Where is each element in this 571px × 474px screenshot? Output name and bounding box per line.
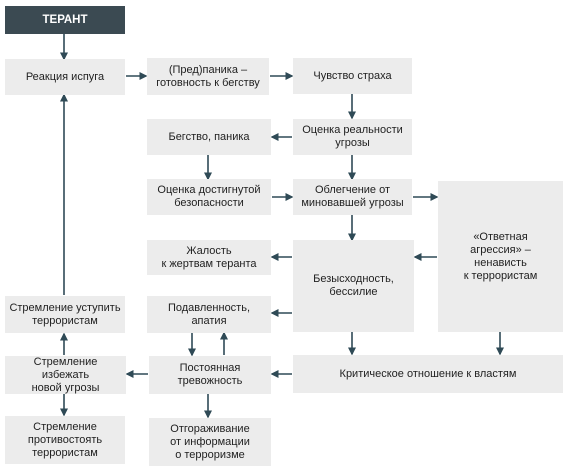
node-hopelessness: Безысходность, бессилие	[293, 240, 414, 332]
node-assess-reality: Оценка реальности угрозы	[293, 119, 412, 155]
node-fear-reaction: Реакция испуга	[5, 59, 125, 95]
node-urge-yield: Стремление уступить террористам	[5, 296, 125, 333]
node-depression-apathy: Подавленность, апатия	[147, 296, 271, 333]
node-pity: Жалость к жертвам теранта	[147, 240, 271, 275]
node-info-isolation: Отгораживание от информации о терроризме	[149, 418, 271, 466]
node-flight-panic: Бегство, паника	[147, 119, 271, 155]
node-retaliatory-aggression: «Ответная агрессия» – ненависть к террор…	[438, 181, 563, 332]
node-assess-safety: Оценка достигнутой безопасности	[147, 179, 271, 215]
node-urge-avoid: Стремление избежать новой угрозы	[5, 356, 126, 394]
node-constant-anxiety: Постоянная тревожность	[149, 356, 271, 394]
node-relief: Облегчение от миновавшей угрозы	[293, 179, 412, 215]
node-feeling-fear: Чувство страха	[293, 58, 412, 94]
node-pre-panic: (Пред)паника – готовность к бегству	[147, 58, 269, 95]
node-urge-resist: Стремление противостоять террористам	[5, 416, 125, 464]
node-critical-attitude: Критическое отношение к властям	[293, 355, 563, 393]
node-terant: ТЕРАНТ	[5, 6, 125, 34]
